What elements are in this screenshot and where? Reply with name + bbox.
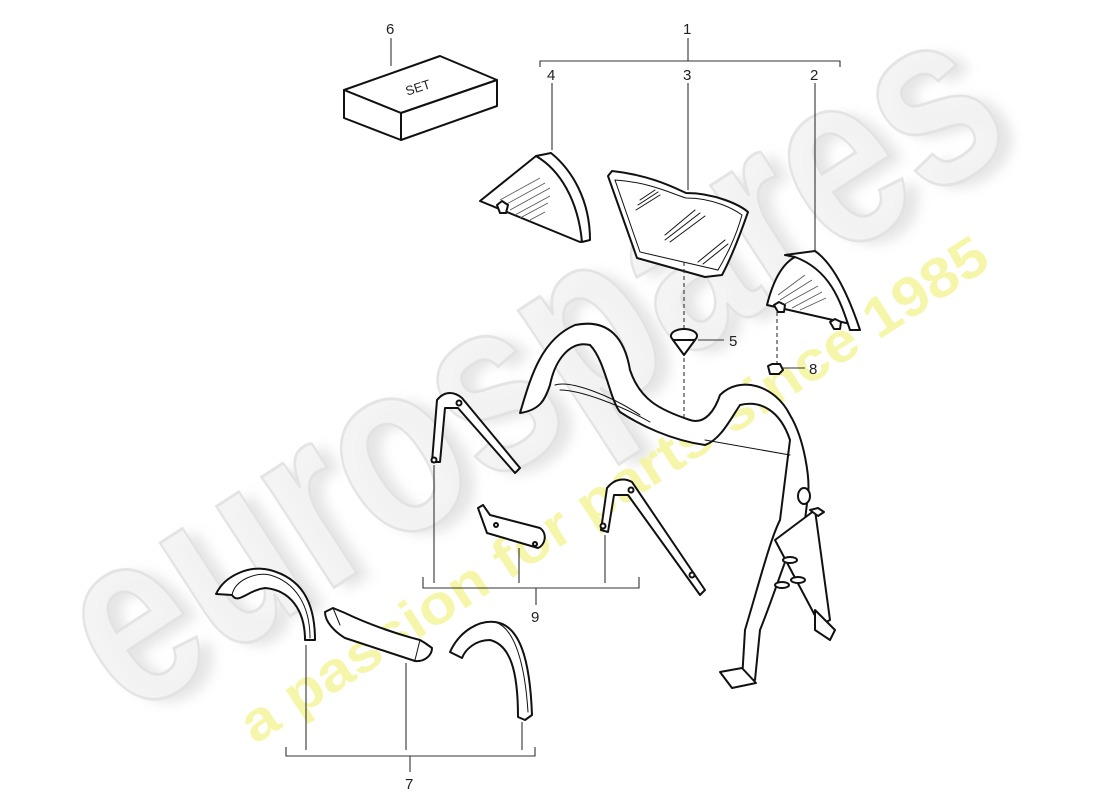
part-9-bracket-left[interactable] — [430, 392, 521, 474]
callout-group-1-bracket — [539, 38, 841, 253]
part-9-bracket-right[interactable] — [599, 478, 706, 596]
part-9-bracket-middle[interactable] — [477, 504, 546, 549]
part-5-expanding-clip[interactable] — [670, 262, 724, 418]
callout-7[interactable]: 7 — [405, 776, 413, 793]
part-7-trim-right[interactable] — [449, 620, 533, 721]
part-6-set-box[interactable]: SET — [343, 55, 498, 141]
callout-3[interactable]: 3 — [683, 67, 691, 84]
part-8-clip[interactable] — [767, 363, 805, 375]
part-3-centre-panel[interactable] — [607, 170, 749, 278]
callout-4[interactable]: 4 — [547, 67, 555, 84]
part-4-left-deflector[interactable] — [479, 152, 591, 243]
callout-1[interactable]: 1 — [683, 21, 691, 38]
part-2-right-deflector[interactable] — [766, 250, 861, 331]
callout-2[interactable]: 2 — [810, 67, 818, 84]
watermark-brand: eurospares — [7, 0, 1048, 764]
part-7-trim-middle[interactable] — [324, 607, 433, 663]
callout-5[interactable]: 5 — [729, 333, 737, 350]
callout-9[interactable]: 9 — [531, 609, 539, 626]
callout-group-9-bracket — [422, 465, 640, 605]
set-box-label: SET — [403, 76, 432, 98]
roll-over-bar-frame[interactable] — [519, 322, 836, 689]
callout-group-7-bracket — [285, 645, 536, 772]
part-7-trim-left[interactable] — [215, 567, 316, 641]
callout-6[interactable]: 6 — [386, 21, 394, 38]
callout-8[interactable]: 8 — [809, 361, 817, 378]
